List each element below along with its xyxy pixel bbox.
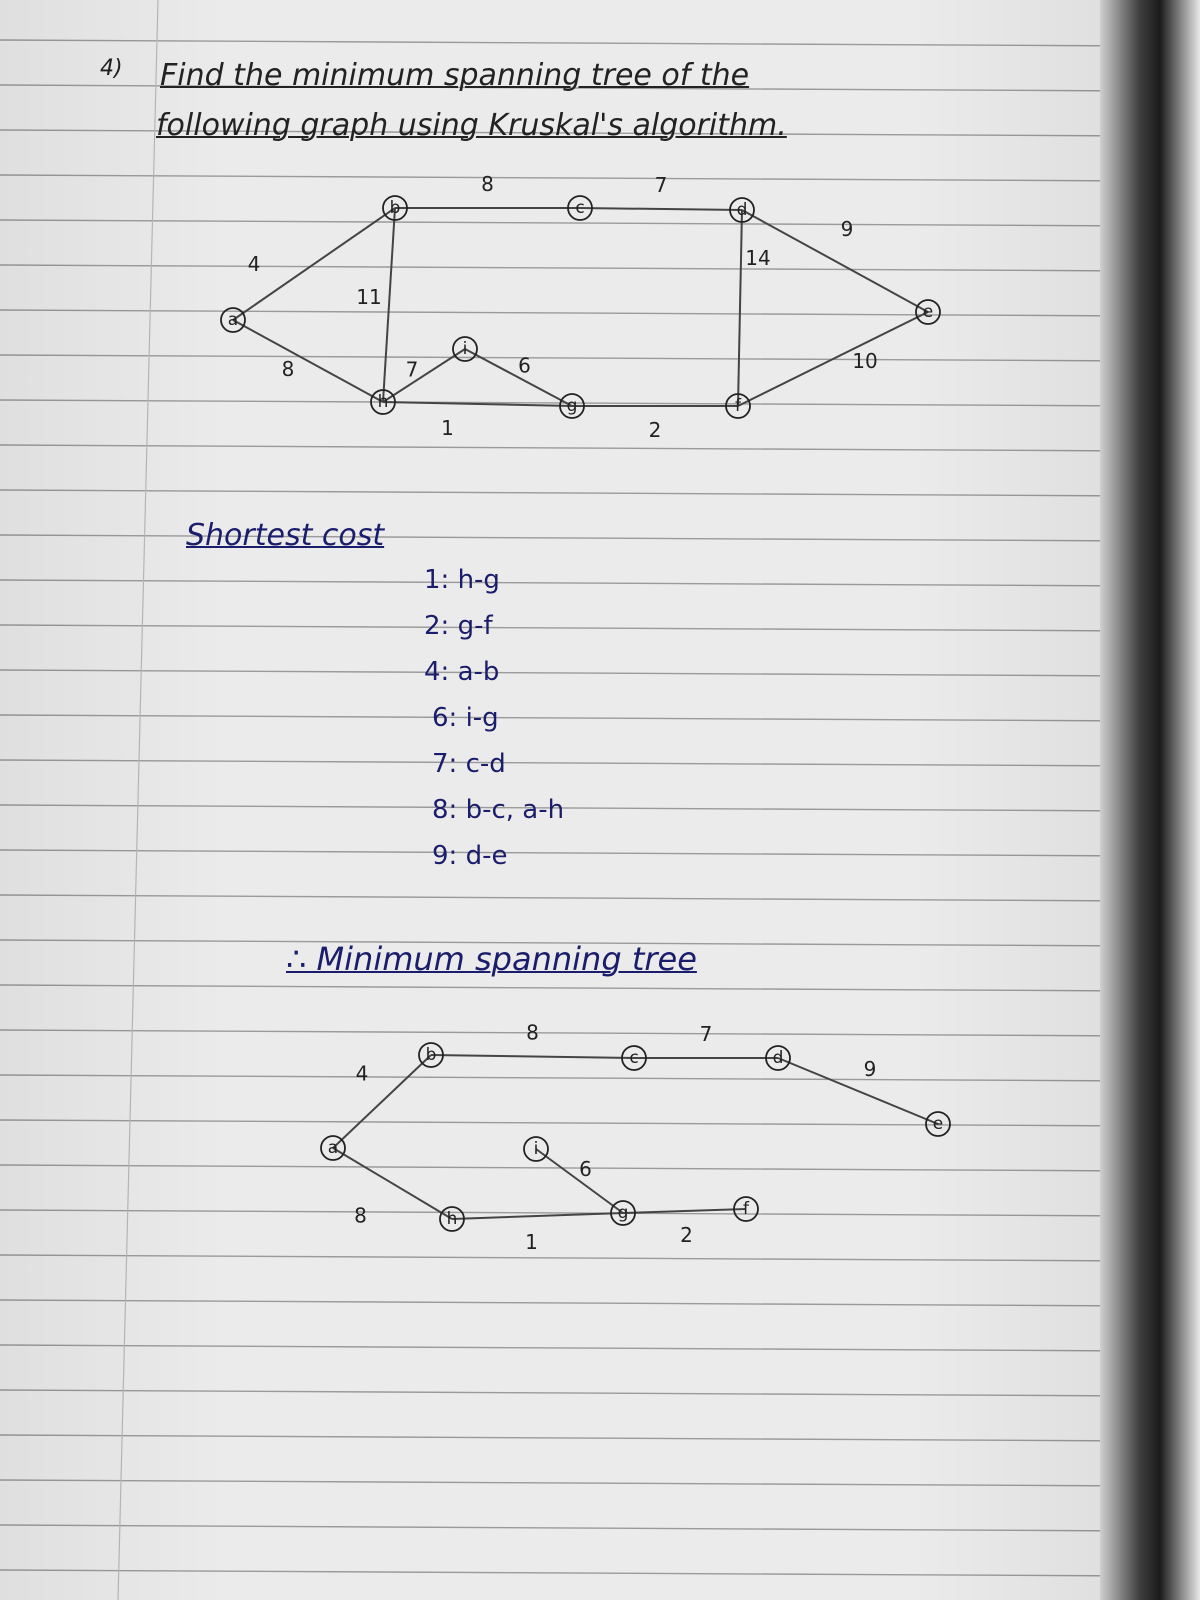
vertex-e (915, 299, 941, 325)
edge-h-g (382, 401, 573, 407)
mst-edge-weight-d-e: 9 (864, 1057, 877, 1081)
edge-a-b (232, 207, 396, 321)
mst-edge-d-e (777, 1057, 939, 1125)
mst-edge-weight-b-c: 8 (526, 1021, 539, 1045)
mst-edge-a-h (332, 1147, 453, 1220)
vertex-d (729, 197, 755, 223)
vertex-label-b: b (390, 198, 401, 218)
spiral-binding (1100, 0, 1200, 1600)
mst-edge-a-b (332, 1054, 432, 1149)
mst-edge-i-g (535, 1148, 624, 1214)
edge-list-item: 4: a-b (424, 657, 500, 687)
edge-d-f (737, 209, 743, 407)
edge-b-h (382, 207, 396, 403)
vertex-label-a: a (228, 310, 238, 330)
vertex-h (370, 389, 396, 415)
mst-edge-weight-i-g: 6 (579, 1157, 592, 1181)
vertex-b (382, 195, 408, 221)
mst-vertex-a (320, 1135, 346, 1161)
mst-edge-weight-h-g: 1 (525, 1230, 538, 1254)
mst-vertex-label-i: i (534, 1139, 539, 1159)
mst-vertex-label-d: d (773, 1048, 784, 1068)
edge-list-item: 8: b-c, a-h (432, 795, 565, 825)
mst-edge-weight-g-f: 2 (680, 1223, 693, 1247)
question-number: 4) (100, 56, 123, 81)
vertex-label-g: g (567, 396, 578, 416)
mst-vertex-label-c: c (629, 1048, 638, 1068)
edge-weight-h-g: 1 (441, 416, 454, 440)
question-text-line-2: following graph using Kruskal's algorith… (156, 108, 787, 143)
edge-weight-f-e: 10 (852, 349, 877, 373)
edge-weight-c-d: 7 (655, 173, 668, 197)
mst-edge-g-f (622, 1208, 747, 1214)
question-text-line-1: Find the minimum spanning tree of the (160, 58, 750, 93)
edge-weight-a-b: 4 (248, 252, 261, 276)
vertex-label-f: f (735, 396, 742, 416)
vertex-label-e: e (923, 302, 933, 322)
mst-edge-weight-a-b: 4 (356, 1062, 369, 1086)
mst-vertex-label-e: e (933, 1114, 943, 1134)
vertex-c (567, 195, 593, 221)
edge-weight-b-c: 8 (481, 172, 494, 196)
mst-vertex-h (439, 1206, 465, 1232)
edge-weight-a-h: 8 (282, 357, 295, 381)
vertex-f (725, 393, 751, 419)
vertex-g (559, 393, 585, 419)
mst-edge-weight-a-h: 8 (354, 1204, 367, 1228)
vertex-a (220, 307, 246, 333)
edge-list-item: 9: d-e (432, 841, 508, 871)
mst-vertex-label-h: h (447, 1209, 458, 1229)
edge-a-h (232, 319, 384, 403)
vertex-label-d: d (737, 200, 748, 220)
ruled-lines (0, 0, 1140, 1600)
shortest-cost-heading: Shortest cost (186, 518, 385, 553)
edge-c-d (579, 207, 743, 211)
mst-vertex-label-g: g (618, 1203, 629, 1223)
mst-vertex-g (610, 1200, 636, 1226)
mst-vertex-i (523, 1136, 549, 1162)
edge-weight-d-f: 14 (745, 246, 770, 270)
mst-vertex-d (765, 1045, 791, 1071)
mst-edge-h-g (451, 1212, 624, 1220)
minimum-spanning-tree-diagram: 4 8 7 9 8 6 1 2 a b c d e f g h i (320, 1021, 951, 1254)
edge-d-e (741, 209, 929, 313)
mst-heading: ∴ Minimum spanning tree (286, 940, 697, 978)
mst-vertex-label-f: f (743, 1199, 750, 1219)
edge-weight-g-f: 2 (649, 418, 662, 442)
mst-vertex-c (621, 1045, 647, 1071)
edge-i-g (464, 348, 573, 407)
edge-list-item: 1: h-g (424, 565, 500, 595)
edge-f-e (737, 311, 929, 407)
mst-vertex-label-b: b (426, 1045, 437, 1065)
mst-edge-weight-c-d: 7 (700, 1022, 713, 1046)
mst-edge-b-c (430, 1054, 635, 1059)
edge-h-i (382, 348, 466, 403)
mst-vertex-e (925, 1111, 951, 1137)
vertex-label-c: c (575, 198, 584, 218)
mst-vertex-b (418, 1042, 444, 1068)
vertex-label-h: h (378, 392, 389, 412)
vertex-i (452, 336, 478, 362)
weighted-graph-diagram: 4 8 7 9 8 11 7 6 1 2 14 10 a b c d e f g h i (220, 172, 941, 442)
mst-vertex-f (733, 1196, 759, 1222)
notebook-page: 4) Find the minimum spanning tree of the… (0, 0, 1140, 1600)
vertex-label-i: i (463, 339, 468, 359)
edge-weight-b-h: 11 (356, 285, 381, 309)
mst-vertex-label-a: a (328, 1138, 338, 1158)
edge-weight-i-g: 6 (518, 354, 531, 378)
edge-list-item: 6: i-g (432, 703, 499, 733)
edge-list-item: 7: c-d (432, 749, 506, 779)
edge-list-item: 2: g-f (424, 611, 493, 641)
edge-weight-h-i: 7 (406, 358, 419, 382)
edge-weight-d-e: 9 (841, 217, 854, 241)
